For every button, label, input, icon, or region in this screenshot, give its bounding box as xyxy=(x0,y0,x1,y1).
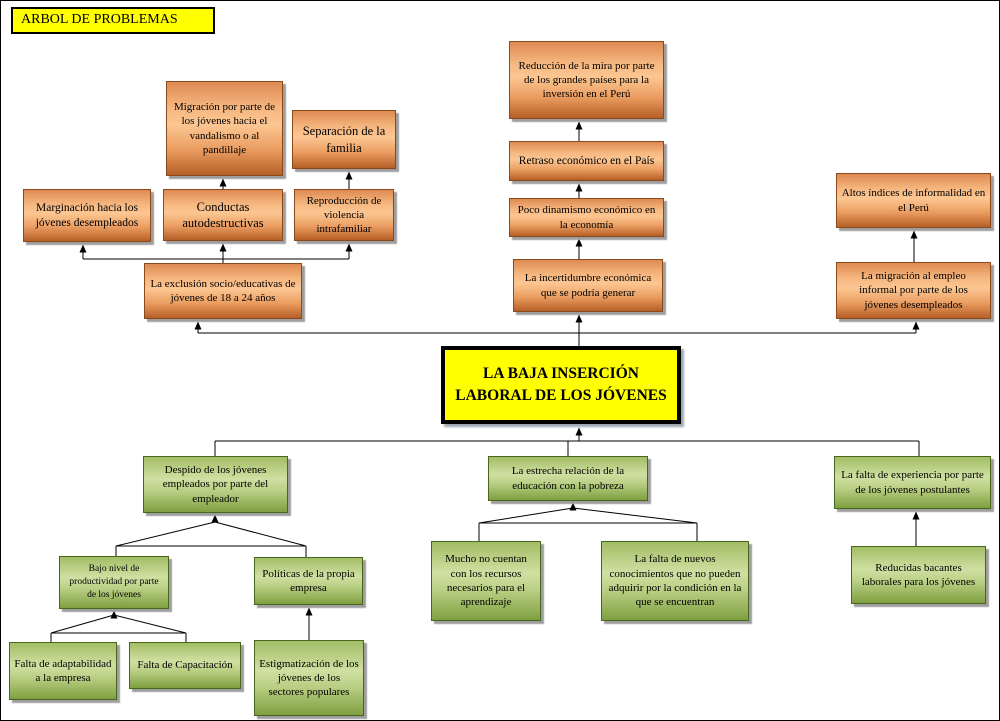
cause-reducidas-vacantes: Reducidas bacantes laborales para los jó… xyxy=(851,546,986,604)
cause-bajo-nivel-productividad: Bajo nivel de productividad por parte de… xyxy=(59,556,169,609)
problem-node: LA BAJA INSERCIÓN LABORAL DE LOS JÓVENES xyxy=(441,346,681,424)
problem-node-text: LA BAJA INSERCIÓN LABORAL DE LOS JÓVENES xyxy=(455,364,667,404)
effect-conductas-autodestructivas: Conductas autodestructivas xyxy=(163,189,283,241)
cause-estrecha-relacion: La estrecha relación de la educación con… xyxy=(488,456,648,501)
effect-reduccion-mira: Reducción de la mira por parte de los gr… xyxy=(509,41,664,119)
diagram-title: ARBOL DE PROBLEMAS xyxy=(11,7,215,34)
effect-retraso-economico: Retraso económico en el País xyxy=(509,141,664,181)
effect-exclusion-socioeducativa: La exclusión socio/educativas de jóvenes… xyxy=(144,263,302,319)
cause-falta-capacitacion: Falta de Capacitación xyxy=(129,642,241,689)
cause-connectors xyxy=(50,427,920,643)
cause-falta-experiencia: La falta de experiencia por parte de los… xyxy=(834,456,991,509)
cause-sin-recursos-aprendizaje: Mucho no cuentan con los recursos necesa… xyxy=(431,541,541,621)
cause-politicas-empresa: Políticas de la propia empresa xyxy=(254,557,363,605)
cause-falta-nuevos-conocimientos: La falta de nuevos conocimientos que no … xyxy=(601,541,749,621)
effect-migracion-empleo-informal: La migración al empleo informal por part… xyxy=(836,262,991,319)
effect-marginacion: Marginación hacia los jóvenes desemplead… xyxy=(23,189,151,242)
effect-poco-dinamismo: Poco dinamismo económico en la economía xyxy=(509,198,664,237)
effect-reproduccion-violencia: Reproducción de violencia intrafamiliar xyxy=(294,189,394,241)
cause-despido-jovenes: Despido de los jóvenes empleados por par… xyxy=(143,456,288,513)
effect-connectors xyxy=(79,121,920,346)
cause-estigmatizacion: Estigmatización de los jóvenes de los se… xyxy=(254,640,364,716)
diagram-title-text: ARBOL DE PROBLEMAS xyxy=(21,12,178,28)
effect-migracion-vandalismo: Migración por parte de los jóvenes hacia… xyxy=(166,81,283,176)
effect-altos-indices-informalidad: Altos índices de informalidad en el Perú xyxy=(836,173,991,228)
cause-falta-adaptabilidad: Falta de adaptabilidad a la empresa xyxy=(9,642,117,700)
effect-incertidumbre: La incertidumbre económica que se podría… xyxy=(513,259,663,312)
effect-separacion-familia: Separación de la familia xyxy=(292,110,396,169)
